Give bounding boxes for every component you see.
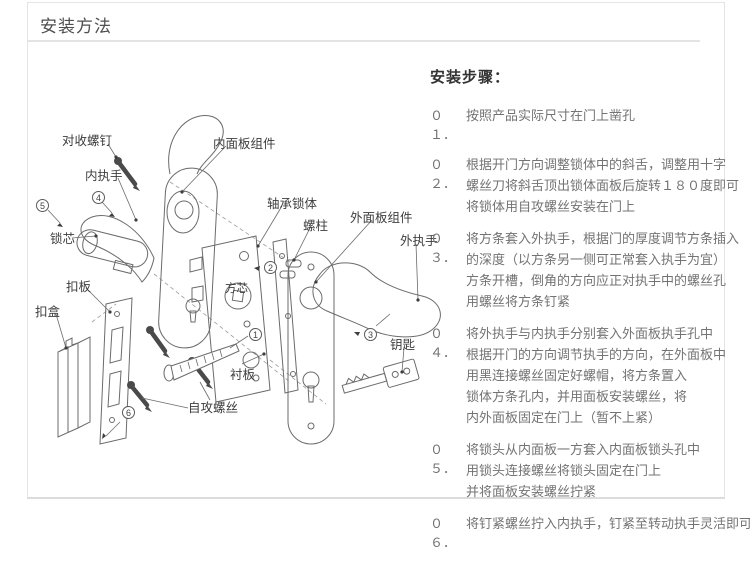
strike-plate-shape	[99, 297, 133, 445]
step-number: ０２．	[430, 157, 457, 191]
part-label-strike-plate: 扣板	[66, 280, 92, 294]
stud-bolt-shape	[279, 259, 302, 279]
steps-heading: 安装步骤：	[430, 69, 511, 86]
part-label-key: 钥匙	[390, 338, 416, 352]
alignment-axes	[91, 181, 327, 405]
step-text-line: 将钉紧螺丝拧入内执手，钉紧至转动执手灵活即可	[466, 516, 750, 531]
part-label-bearing-lock-body: 轴承锁体	[267, 197, 318, 211]
step-marker-4: 4	[92, 191, 105, 204]
lock-diagram-artwork	[47, 115, 441, 445]
step-text-line: 并将面板安装螺丝拧紧	[466, 484, 597, 499]
step-item-1: ０１． 按照产品实际尺寸在门上凿孔	[430, 105, 730, 143]
step-text-line: 锁体方条孔内，并用面板安装螺丝，将	[466, 389, 688, 404]
lock-body-shape	[189, 235, 271, 403]
step-text-line: 将外执手与内执手分别套入外面板执手孔中	[466, 326, 714, 341]
step-number: ０４．	[430, 326, 457, 360]
step-item-6: ０６． 将钉紧螺丝拧入内执手，钉紧至转动执手灵活即可	[430, 513, 750, 551]
step-item-3: ０３． 将方条套入外执手，根据门的厚度调节方条插入的深度（以方条另一侧可正常套入执…	[430, 228, 739, 312]
step-text-line: 将锁体用自攻螺丝安装在门上	[466, 199, 636, 214]
step-text: 将钉紧螺丝拧入内执手，钉紧至转动执手灵活即可	[466, 513, 750, 551]
step-item-2: ０２． 根据开门方向调整锁体中的斜舌，调整用十字螺丝刀将斜舌顶出锁体面板后旋转１８…	[430, 154, 739, 217]
step-text-line: 根据开门的方向调节执手的方向，在外面板中	[466, 347, 727, 362]
step-number: ０３．	[430, 231, 457, 265]
step-number: ０１．	[430, 108, 457, 142]
content-card	[27, 2, 725, 499]
step-text-line: 螺丝刀将斜舌顶出锁体面板后旋转１８０度即可	[466, 178, 740, 193]
outer-panel-shape	[287, 251, 335, 445]
part-label-inner-handle: 内执手	[85, 169, 123, 183]
part-label-self-tapping-screw: 自攻螺丝	[188, 401, 239, 415]
exploded-diagram: 对收螺钉 内面板组件内执手锁芯扣板扣盒 轴承锁体螺柱 外面板组件外执手方芯钥匙衬板自攻…	[20, 60, 450, 490]
title-divider	[28, 40, 700, 42]
strike-box-shape	[57, 336, 91, 438]
step-text-line: 根据开门方向调整锁体中的斜舌，调整用十字	[466, 157, 727, 172]
leader-lines	[55, 143, 419, 409]
marker-arrowheads	[57, 213, 360, 439]
step-text: 根据开门方向调整锁体中的斜舌，调整用十字螺丝刀将斜舌顶出锁体面板后旋转１８０度即…	[466, 154, 739, 217]
step-text-line: 按照产品实际尺寸在门上凿孔	[466, 108, 636, 123]
key-shape	[341, 358, 420, 394]
marker-arrows	[47, 201, 391, 437]
part-label-lining-plate: 衬板	[230, 368, 256, 382]
step-marker-5: 5	[36, 199, 49, 212]
part-label-outer-handle: 外执手	[400, 234, 438, 248]
lining-plate-shape	[272, 238, 299, 394]
step-text-line: 内外面板固定在门上（暂不上紧）	[466, 410, 662, 425]
part-label-square-spindle: 方芯	[225, 283, 248, 295]
steps-list: ０１． 按照产品实际尺寸在门上凿孔 ０２． 根据开门方向调整锁体中的斜舌，调整用十字螺…	[430, 105, 750, 551]
step-text-line: 用黑连接螺丝固定好螺帽，将方条置入	[466, 368, 688, 383]
step-marker-2: 2	[264, 261, 277, 274]
step-text: 将锁头从内面板一方套入内面板锁头孔中用锁头连接螺丝将锁头固定在门上并将面板安装螺…	[466, 439, 700, 502]
step-marker-6: 6	[122, 406, 135, 419]
step-text: 将方条套入外执手，根据门的厚度调节方条插入的深度（以方条另一侧可正常套入执手为宜…	[466, 228, 739, 312]
step-text: 按照产品实际尺寸在门上凿孔	[466, 105, 635, 143]
step-text: 将外执手与内执手分别套入外面板执手孔中根据开门的方向调节执手的方向，在外面板中用…	[466, 323, 726, 428]
part-label-outer-panel: 外面板组件	[350, 211, 413, 225]
page: 安装方法	[20, 2, 750, 550]
part-label-inner-panel: 内面板组件	[213, 137, 276, 151]
connecting-screw-shape	[163, 343, 240, 382]
leader-dots	[64, 155, 420, 374]
part-label-screw-pair: 对收螺钉	[62, 134, 113, 148]
step-marker-3: 3	[364, 328, 377, 341]
part-label-stud-bolt: 螺柱	[303, 219, 329, 233]
part-label-lock-cylinder: 锁芯	[50, 232, 76, 246]
step-marker-1: 1	[249, 328, 262, 341]
part-label-strike-box: 扣盒	[35, 305, 61, 319]
step-text-line: 将方条套入外执手，根据门的厚度调节方条插入	[466, 231, 740, 246]
outer-handle-shape	[312, 262, 441, 338]
step-number: ０６．	[430, 516, 457, 550]
step-item-5: ０５． 将锁头从内面板一方套入内面板锁头孔中用锁头连接螺丝将锁头固定在门上并将面板…	[430, 439, 730, 502]
step-item-4: ０４． 将外执手与内执手分别套入外面板执手孔中根据开门的方向调节执手的方向，在外面…	[430, 323, 730, 428]
step-number: ０５．	[430, 442, 457, 476]
inner-handle-shape	[80, 215, 155, 283]
step-text-line: 用锁头连接螺丝将锁头固定在门上	[466, 463, 662, 478]
step-text-line: 用螺丝将方条钉紧	[466, 294, 571, 309]
page-title: 安装方法	[40, 17, 112, 36]
installation-steps-panel: 安装步骤： ０１． 按照产品实际尺寸在门上凿孔 ０２． 根据开门方向调整锁体中的斜舌，…	[430, 66, 750, 562]
inner-panel-shape	[158, 115, 224, 349]
step-text-line: 将锁头从内面板一方套入内面板锁头孔中	[466, 442, 701, 457]
step-text-line: 的深度（以方条另一侧可正常套入执手为宜）	[466, 252, 727, 267]
step-text-line: 方条开槽，倒角的方向应正对执手中的螺丝孔	[466, 273, 727, 288]
